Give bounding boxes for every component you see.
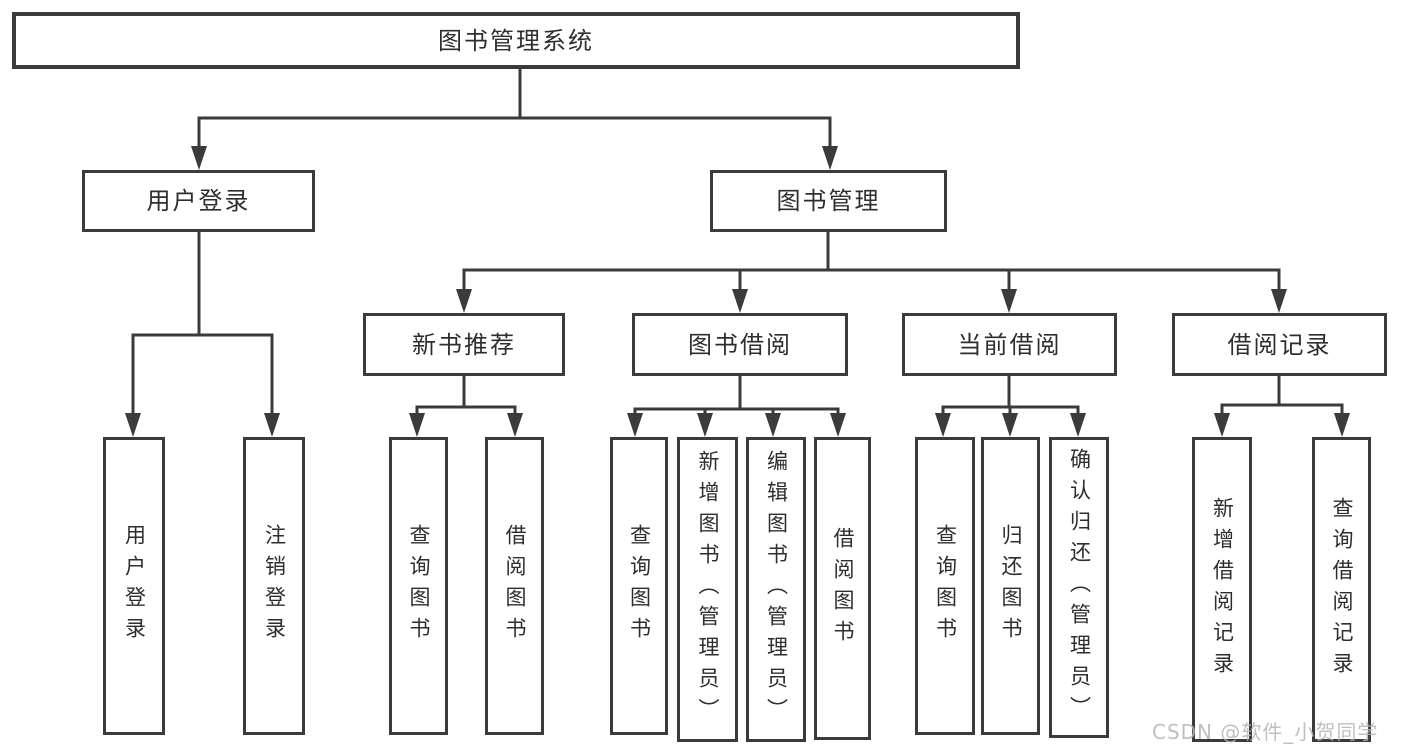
leaf-user-login: 用户登录 <box>103 437 165 735</box>
leaf-current-query-books: 查询图书 <box>915 437 975 735</box>
leaf-records-add-record: 新增借阅记录 <box>1192 437 1252 742</box>
leaf-borrow-borrow-books: 借阅图书 <box>814 437 871 740</box>
leaf-newbook-query-books: 查询图书 <box>389 437 448 735</box>
leaf-borrow-edit-books-admin: 编辑图书（管理员） <box>746 437 806 742</box>
node-root-system: 图书管理系统 <box>12 12 1020 69</box>
leaf-newbook-borrow-books: 借阅图书 <box>485 437 544 735</box>
leaf-borrow-add-books-admin: 新增图书（管理员） <box>677 437 738 742</box>
node-new-book-recommend: 新书推荐 <box>363 313 565 376</box>
node-book-borrowing: 图书借阅 <box>632 313 848 376</box>
node-borrowing-records: 借阅记录 <box>1172 313 1387 376</box>
leaf-current-return-books: 归还图书 <box>981 437 1040 735</box>
node-book-management: 图书管理 <box>710 170 947 232</box>
node-user-login: 用户登录 <box>82 170 315 232</box>
node-current-borrowing: 当前借阅 <box>902 313 1117 376</box>
leaf-current-confirm-return-admin: 确认归还（管理员） <box>1049 437 1109 738</box>
leaf-borrow-query-books: 查询图书 <box>610 437 668 735</box>
leaf-records-query-record: 查询借阅记录 <box>1312 437 1371 742</box>
csdn-watermark: CSDN @软件_小贺同学 <box>1152 720 1379 744</box>
leaf-logout: 注销登录 <box>243 437 305 735</box>
